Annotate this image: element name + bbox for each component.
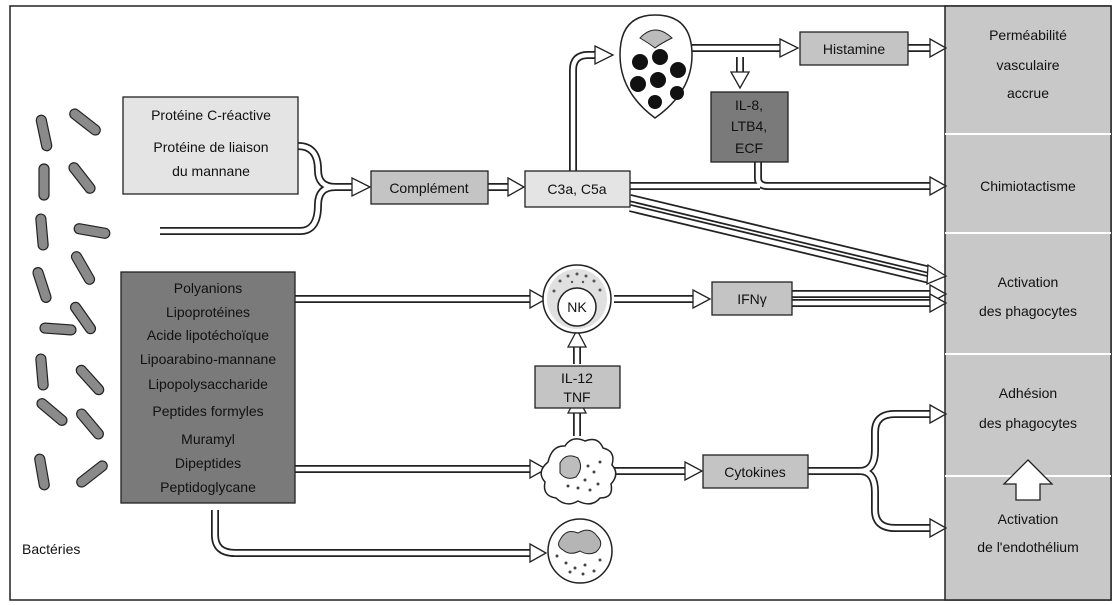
complement-label: Complément xyxy=(389,180,468,196)
nk-cell-icon xyxy=(542,264,612,334)
outcome-phago-activation-2: des phagocytes xyxy=(979,303,1077,319)
arrow-heads xyxy=(351,37,948,564)
pamp-line-9: Peptidoglycane xyxy=(160,479,256,495)
outcome-chemotaxis: Chimiotactisme xyxy=(980,178,1076,194)
outcome-endothelium-1: Activation xyxy=(998,511,1059,527)
il8-line-2: LTB4, xyxy=(731,118,767,134)
complement-box xyxy=(370,170,489,205)
up-arrow-icon xyxy=(1002,459,1054,501)
c3a-c5a-label: C3a, C5a xyxy=(547,181,606,197)
nk-label: NK xyxy=(567,299,587,315)
pamp-line-6: Peptides formyles xyxy=(152,403,263,419)
pamp-line-8: Dipeptides xyxy=(175,455,241,471)
pamp-line-2: Lipoprotéines xyxy=(166,304,250,320)
outcome-endothelium-2: de l'endothélium xyxy=(977,539,1079,555)
bacteria-cluster xyxy=(32,108,111,491)
arrow-shafts xyxy=(160,44,931,557)
protein-box xyxy=(122,96,299,195)
il12-tnf-box xyxy=(534,365,621,409)
cytokines-label: Cytokines xyxy=(724,464,785,480)
pamp-line-3: Acide lipotéchoïque xyxy=(147,327,269,343)
ifn-gamma-label: IFNγ xyxy=(737,291,767,307)
il8-line-3: ECF xyxy=(735,140,763,156)
mast-cell-icon xyxy=(619,14,693,119)
il12-line-1: IL-12 xyxy=(561,370,593,386)
ifn-gamma-box xyxy=(711,281,793,316)
pamp-line-1: Polyanions xyxy=(174,280,243,296)
protein-line-1: Protéine C-réactive xyxy=(151,107,271,123)
outcome-panel xyxy=(944,5,1112,601)
pamp-line-7: Muramyl xyxy=(181,431,235,447)
outcome-phago-activation-1: Activation xyxy=(998,274,1059,290)
neutrophil-icon xyxy=(547,518,613,584)
outcome-vascular-3: accrue xyxy=(1007,85,1049,101)
il8-ltb4-ecf-box xyxy=(710,91,789,163)
outcome-vascular-1: Perméabilité xyxy=(989,27,1067,43)
macrophage-icon xyxy=(540,438,617,505)
pamp-line-4: Lipoarabino-mannane xyxy=(140,351,276,367)
protein-line-2: Protéine de liaison xyxy=(153,139,268,155)
protein-line-3: du mannane xyxy=(172,163,250,179)
il8-line-1: IL-8, xyxy=(735,97,763,113)
il12-line-2: TNF xyxy=(563,389,590,405)
outcome-phago-adhesion-2: des phagocytes xyxy=(979,415,1077,431)
bacteria-label: Bactéries xyxy=(22,541,80,557)
cytokines-box xyxy=(702,454,809,489)
pamp-line-5: Lipopolysaccharide xyxy=(148,376,268,392)
outcome-phago-adhesion-1: Adhésion xyxy=(999,385,1057,401)
outcome-vascular-2: vasculaire xyxy=(996,57,1059,73)
histamine-label: Histamine xyxy=(823,41,885,57)
histamine-box xyxy=(799,31,909,66)
pamps-box xyxy=(120,271,296,504)
c3a-c5a-box xyxy=(524,170,631,208)
